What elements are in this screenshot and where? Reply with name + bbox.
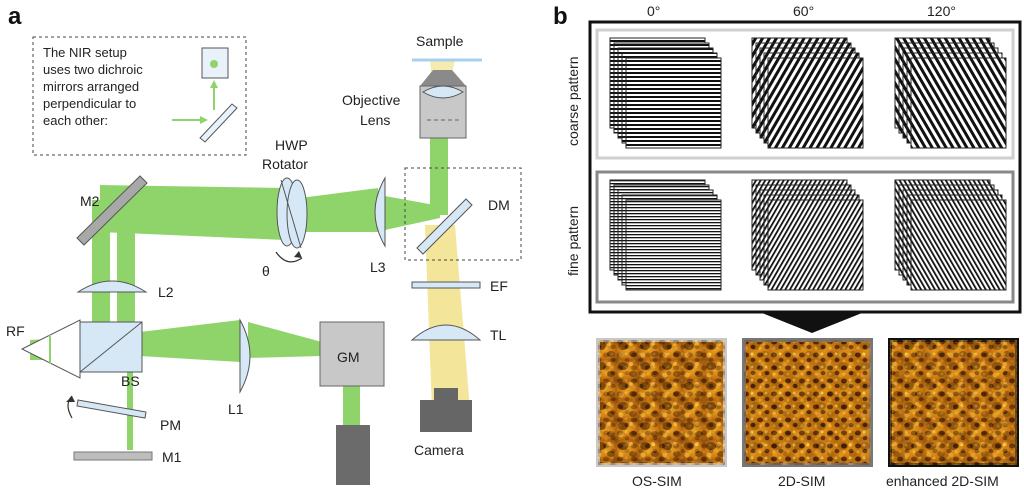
label-m2: M2	[80, 193, 100, 209]
caption-os-sim: OS-SIM	[632, 473, 682, 489]
label-hwp-2: Rotator	[262, 156, 308, 172]
lens-l1	[239, 318, 251, 394]
label-camera: Camera	[414, 442, 464, 458]
label-hwp-1: HWP	[275, 137, 308, 153]
fine-stack-120deg	[894, 179, 1007, 291]
result-enhanced-2d-sim	[888, 338, 1019, 467]
beam-m2-hwp	[100, 185, 285, 240]
nir-note-box: The NIR setup uses two dichroic mirrors …	[32, 36, 247, 156]
polarization-modulator	[76, 399, 147, 419]
fine-pattern-box	[595, 170, 1015, 304]
label-objective-1: Objective	[342, 92, 401, 108]
caption-2d-sim: 2D-SIM	[778, 473, 825, 489]
lens-l2	[76, 280, 148, 293]
label-bs: BS	[121, 373, 140, 389]
label-l2: L2	[158, 284, 174, 300]
inset-beam-spot	[210, 60, 218, 68]
beam-gm-laser	[343, 385, 360, 425]
inset-arrow-up	[210, 80, 218, 88]
inset-arrow-right	[200, 116, 208, 124]
inset-mirror-lower	[199, 103, 238, 143]
dm-dashed-box	[404, 167, 522, 261]
result-os-sim	[596, 338, 727, 467]
mirror-m1	[73, 451, 153, 461]
dichroic-mirror	[416, 198, 473, 255]
label-l1: L1	[228, 401, 244, 417]
note-line-1: The NIR setup	[43, 45, 127, 60]
rotation-arrow-icon	[275, 251, 303, 263]
lens-l3	[374, 176, 386, 248]
panel-b: b 0° 60° 120° coarse pattern fine patter…	[553, 3, 1022, 489]
label-rf: RF	[6, 323, 25, 339]
objective-lens	[419, 70, 467, 139]
note-line-4: perpendicular to	[43, 96, 136, 111]
beam-l3-dm	[385, 196, 440, 230]
angle-120-label: 120°	[927, 3, 956, 19]
beam-hwp-l3	[300, 188, 378, 232]
laser-source	[336, 425, 370, 485]
caption-enhanced-2d-sim: enhanced 2D-SIM	[886, 473, 999, 489]
beam-splitter-diagonal	[79, 321, 143, 373]
note-line-2: uses two dichroic	[43, 62, 143, 77]
label-tl: TL	[490, 327, 507, 343]
label-gm: GM	[337, 349, 360, 365]
row-label-coarse: coarse pattern	[565, 57, 581, 147]
camera	[420, 400, 472, 432]
beam-bs-l1	[140, 320, 240, 362]
fine-stack-0deg	[609, 179, 722, 291]
label-objective-2: Lens	[360, 112, 390, 128]
label-pm: PM	[160, 417, 181, 433]
beam-l1-gm	[248, 322, 322, 358]
angle-0-label: 0°	[647, 3, 660, 19]
label-m1: M1	[162, 449, 182, 465]
result-2d-sim	[742, 338, 873, 467]
down-arrow-icon	[762, 313, 862, 333]
hwp-rotator	[276, 177, 308, 249]
fine-stack-60deg	[751, 179, 864, 291]
coarse-stack-0deg	[609, 37, 722, 149]
row-label-fine: fine pattern	[565, 206, 581, 276]
note-line-5: each other:	[43, 113, 108, 128]
pm-rotation-arrowhead-icon	[66, 396, 75, 402]
camera-mount	[434, 388, 458, 400]
mirror-m2	[76, 175, 148, 246]
angle-60-label: 60°	[793, 3, 814, 19]
coarse-stack-120deg	[894, 37, 1007, 149]
coarse-pattern-box	[595, 28, 1015, 160]
galvo-mirror	[319, 321, 385, 387]
panel-b-letter: b	[553, 3, 568, 30]
emission-beam	[425, 225, 470, 410]
panel-a: a The NIR setup uses two dichroic mirror…	[6, 3, 522, 485]
rotation-arrowhead-icon	[294, 251, 302, 258]
label-l3: L3	[370, 259, 386, 275]
label-dm: DM	[488, 197, 510, 213]
patterns-frame	[588, 20, 1022, 314]
panel-a-letter: a	[8, 3, 22, 30]
label-ef: EF	[490, 278, 508, 294]
emission-filter	[411, 281, 481, 289]
coarse-stack-60deg	[751, 37, 864, 149]
label-sample: Sample	[416, 33, 464, 49]
note-line-3: mirrors arranged	[43, 79, 139, 94]
tube-lens	[410, 324, 482, 341]
label-theta: θ	[262, 263, 270, 279]
